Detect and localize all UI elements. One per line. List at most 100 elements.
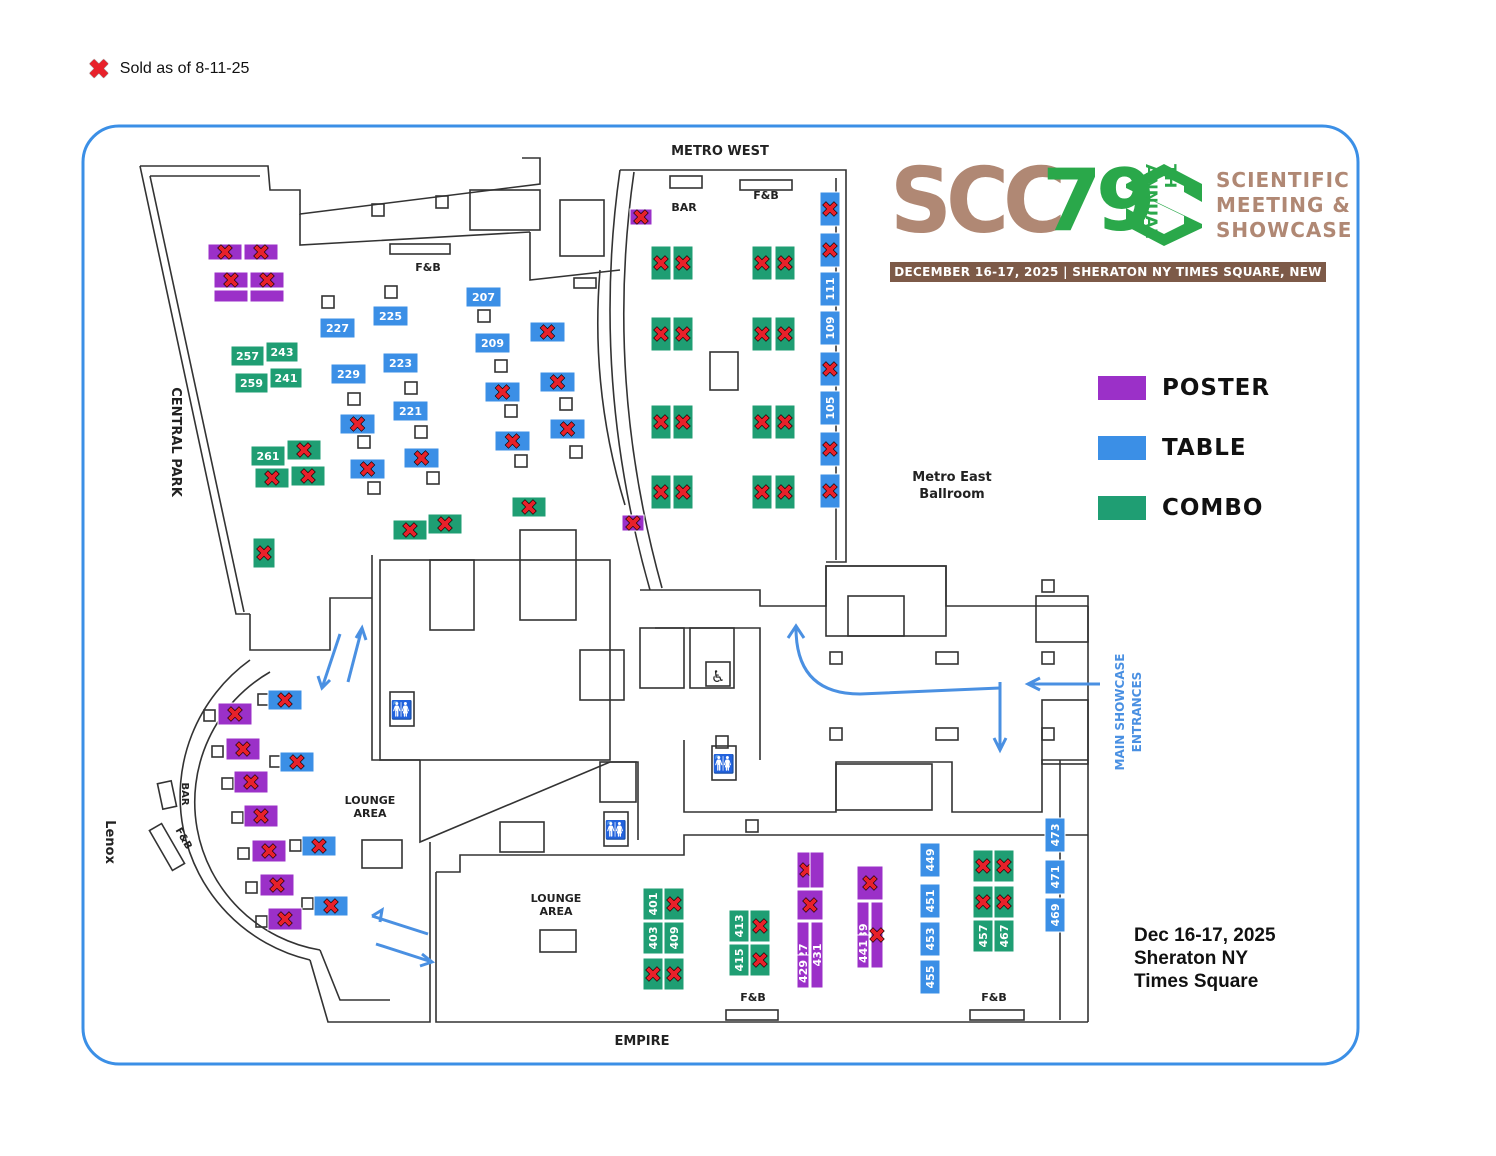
booth-table[interactable]: ✖ bbox=[279, 751, 315, 776]
booth-table[interactable]: 227 bbox=[319, 317, 356, 339]
booth-combo[interactable]: ✖ bbox=[774, 404, 796, 440]
booth-poster[interactable]: ✖ bbox=[251, 839, 287, 865]
booth-combo[interactable]: ✖ bbox=[774, 245, 796, 281]
booth-table[interactable]: ✖ bbox=[494, 430, 531, 455]
booth-combo[interactable]: ✖ bbox=[254, 467, 290, 492]
booth-poster[interactable]: ✖ bbox=[217, 702, 253, 728]
booth-table[interactable]: ✖ bbox=[819, 232, 841, 268]
booth-table[interactable]: 209 bbox=[474, 332, 511, 354]
booth-table[interactable]: ✖ bbox=[301, 835, 337, 860]
booth-combo[interactable]: 409 bbox=[663, 921, 685, 955]
booth-combo[interactable]: ✖ bbox=[650, 245, 672, 281]
booth-combo[interactable]: 457 bbox=[972, 919, 994, 953]
booth-combo[interactable]: ✖ bbox=[672, 404, 694, 440]
booth-table[interactable]: 229 bbox=[330, 363, 367, 385]
booth-poster[interactable]: ✖ bbox=[267, 907, 303, 933]
booth-table[interactable]: ✖ bbox=[403, 447, 440, 472]
booth-table[interactable]: ✖ bbox=[529, 321, 566, 346]
booth-poster[interactable]: ✖ bbox=[225, 737, 261, 763]
booth-combo[interactable]: ✖ bbox=[774, 474, 796, 510]
booth-table[interactable]: 223 bbox=[382, 352, 419, 374]
booth-combo[interactable]: ✖ bbox=[642, 957, 664, 991]
booth-poster[interactable]: 429 bbox=[796, 954, 810, 989]
booth-combo[interactable]: ✖ bbox=[392, 519, 428, 544]
booth-combo[interactable]: ✖ bbox=[650, 404, 672, 440]
booth-table[interactable]: 451 bbox=[919, 883, 941, 919]
booth-table[interactable]: ✖ bbox=[819, 473, 841, 509]
booth-poster[interactable]: ✖ bbox=[243, 241, 279, 266]
booth-combo[interactable]: ✖ bbox=[751, 474, 773, 510]
booth-table[interactable]: ✖ bbox=[313, 895, 349, 920]
booth-poster[interactable]: ✖ bbox=[796, 889, 824, 921]
booth-combo[interactable]: ✖ bbox=[427, 513, 463, 538]
booth-combo[interactable]: ✖ bbox=[749, 909, 771, 943]
booth-poster[interactable] bbox=[213, 289, 249, 303]
booth-table[interactable]: 221 bbox=[392, 400, 429, 422]
booth-table[interactable]: 469 bbox=[1044, 897, 1066, 933]
booth-poster[interactable]: ✖ bbox=[233, 770, 269, 796]
booth-combo[interactable]: ✖ bbox=[672, 316, 694, 352]
booth-table[interactable]: ✖ bbox=[484, 381, 521, 406]
booth-poster[interactable]: ✖ bbox=[629, 206, 653, 231]
booth-table[interactable]: ✖ bbox=[819, 191, 841, 227]
booth-combo[interactable]: 257 bbox=[230, 345, 265, 367]
booth-table[interactable]: ✖ bbox=[819, 431, 841, 467]
booth-combo[interactable]: ✖ bbox=[774, 316, 796, 352]
booth-table[interactable]: 453 bbox=[919, 921, 941, 957]
booth-poster[interactable]: ✖ bbox=[259, 873, 295, 899]
booth-table[interactable]: 449 bbox=[919, 842, 941, 878]
booth-poster[interactable] bbox=[249, 289, 285, 303]
booth-poster[interactable] bbox=[809, 851, 825, 889]
booth-combo[interactable]: 259 bbox=[234, 372, 269, 394]
booth-combo[interactable]: 401 bbox=[642, 887, 664, 921]
booth-combo[interactable]: 403 bbox=[642, 921, 664, 955]
booth-poster[interactable]: ✖ bbox=[856, 865, 884, 901]
booth-combo[interactable]: ✖ bbox=[993, 849, 1015, 883]
booth-table[interactable]: 455 bbox=[919, 959, 941, 995]
booth-combo[interactable]: 243 bbox=[265, 341, 299, 363]
booth-combo[interactable]: ✖ bbox=[972, 885, 994, 919]
booth-table[interactable]: ✖ bbox=[819, 351, 841, 387]
booth-poster[interactable]: ✖ bbox=[213, 269, 249, 294]
booth-combo[interactable]: ✖ bbox=[672, 245, 694, 281]
booth-combo[interactable]: ✖ bbox=[650, 316, 672, 352]
booth-combo[interactable]: ✖ bbox=[751, 404, 773, 440]
booth-combo[interactable]: ✖ bbox=[751, 245, 773, 281]
booth-combo[interactable]: ✖ bbox=[663, 887, 685, 921]
booth-table[interactable]: ✖ bbox=[349, 458, 386, 483]
booth-combo[interactable]: ✖ bbox=[663, 957, 685, 991]
booth-poster[interactable]: 441 bbox=[856, 934, 870, 969]
booth-combo[interactable]: ✖ bbox=[511, 496, 547, 521]
booth-combo[interactable]: ✖ bbox=[252, 537, 276, 569]
booth-combo[interactable]: 261 bbox=[250, 445, 286, 467]
booth-poster[interactable]: ✖ bbox=[243, 804, 279, 830]
booth-table[interactable]: ✖ bbox=[549, 418, 586, 443]
booth-combo[interactable]: 467 bbox=[993, 919, 1015, 953]
booth-poster[interactable]: ✖ bbox=[249, 269, 285, 294]
booth-combo[interactable]: ✖ bbox=[672, 474, 694, 510]
booth-combo[interactable]: ✖ bbox=[286, 439, 322, 464]
booth-poster[interactable]: ✖ bbox=[207, 241, 243, 266]
booth-table[interactable]: 105 bbox=[819, 390, 841, 426]
booth-combo[interactable]: 413 bbox=[728, 909, 750, 943]
booth-table[interactable]: 111 bbox=[819, 271, 841, 307]
booth-table[interactable]: 473 bbox=[1044, 817, 1066, 853]
booth-combo[interactable]: 415 bbox=[728, 943, 750, 977]
booth-combo[interactable]: 241 bbox=[269, 367, 303, 389]
booth-table[interactable]: ✖ bbox=[539, 371, 576, 396]
booth-combo[interactable]: ✖ bbox=[972, 849, 994, 883]
booth-table[interactable]: 471 bbox=[1044, 859, 1066, 895]
booth-table[interactable]: 207 bbox=[465, 286, 502, 308]
booth-combo[interactable]: ✖ bbox=[650, 474, 672, 510]
booth-poster[interactable]: ✖ bbox=[621, 512, 645, 537]
booth-table[interactable]: 225 bbox=[372, 305, 409, 327]
booth-combo[interactable]: ✖ bbox=[993, 885, 1015, 919]
booth-combo[interactable]: ✖ bbox=[749, 943, 771, 977]
booth-table[interactable]: ✖ bbox=[267, 689, 303, 714]
booth-poster[interactable]: 431 bbox=[810, 921, 824, 989]
booth-combo[interactable]: ✖ bbox=[290, 465, 326, 490]
booth-table[interactable]: ✖ bbox=[339, 413, 376, 438]
booth-combo[interactable]: ✖ bbox=[751, 316, 773, 352]
booth-table[interactable]: 109 bbox=[819, 310, 841, 346]
booth-poster[interactable]: ✖ bbox=[867, 901, 887, 969]
